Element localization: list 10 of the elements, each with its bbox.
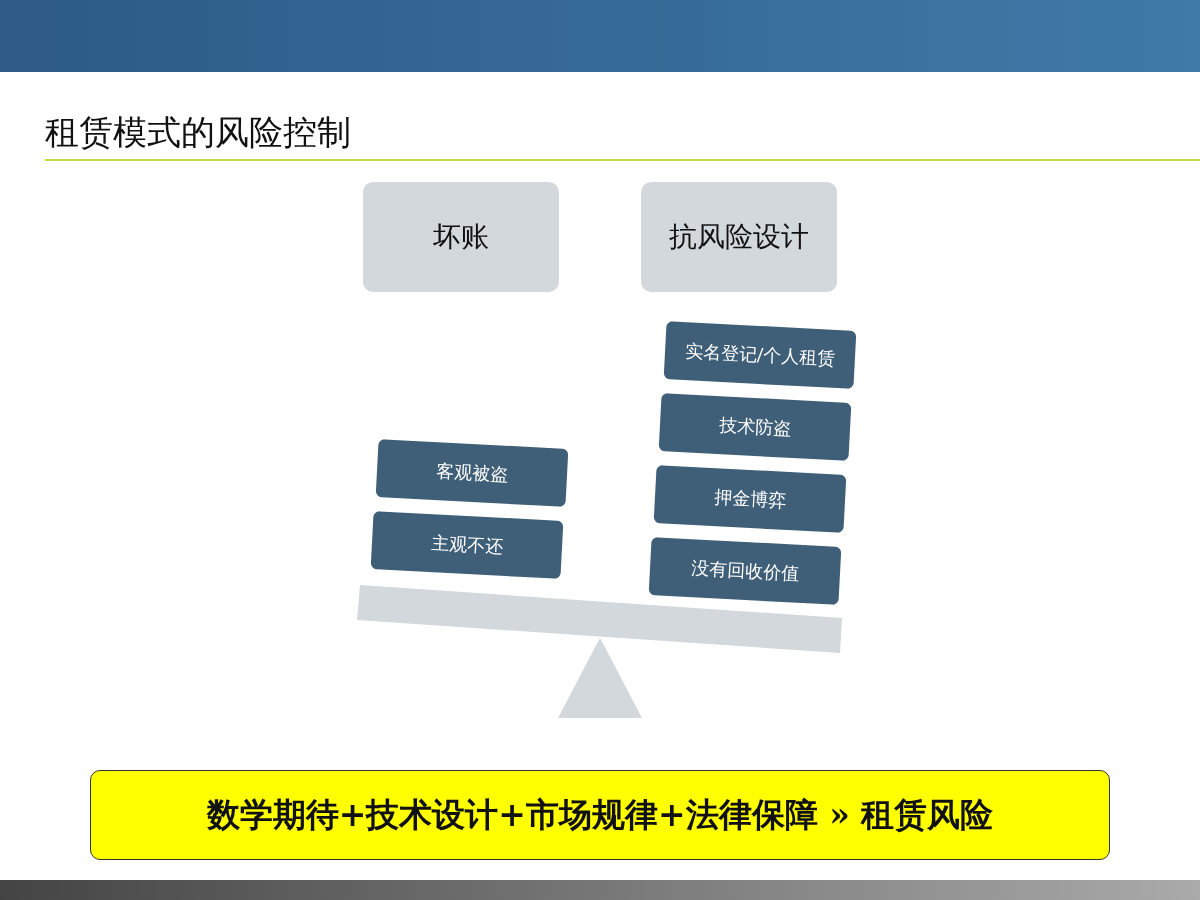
category-box: 抗风险设计	[641, 182, 837, 292]
slide-title: 租赁模式的风险控制	[45, 111, 351, 154]
summary-banner: 数学期待+技术设计+市场规律+法律保障 » 租赁风险	[90, 770, 1110, 860]
factor-box: 技术防盗	[658, 393, 852, 461]
factor-box: 实名登记/个人租赁	[663, 321, 857, 389]
factor-box: 客观被盗	[375, 439, 569, 507]
factor-box: 没有回收价值	[648, 537, 842, 605]
category-box: 坏账	[363, 182, 559, 292]
factor-box: 押金博弈	[653, 465, 847, 533]
factor-box: 主观不还	[370, 511, 564, 579]
